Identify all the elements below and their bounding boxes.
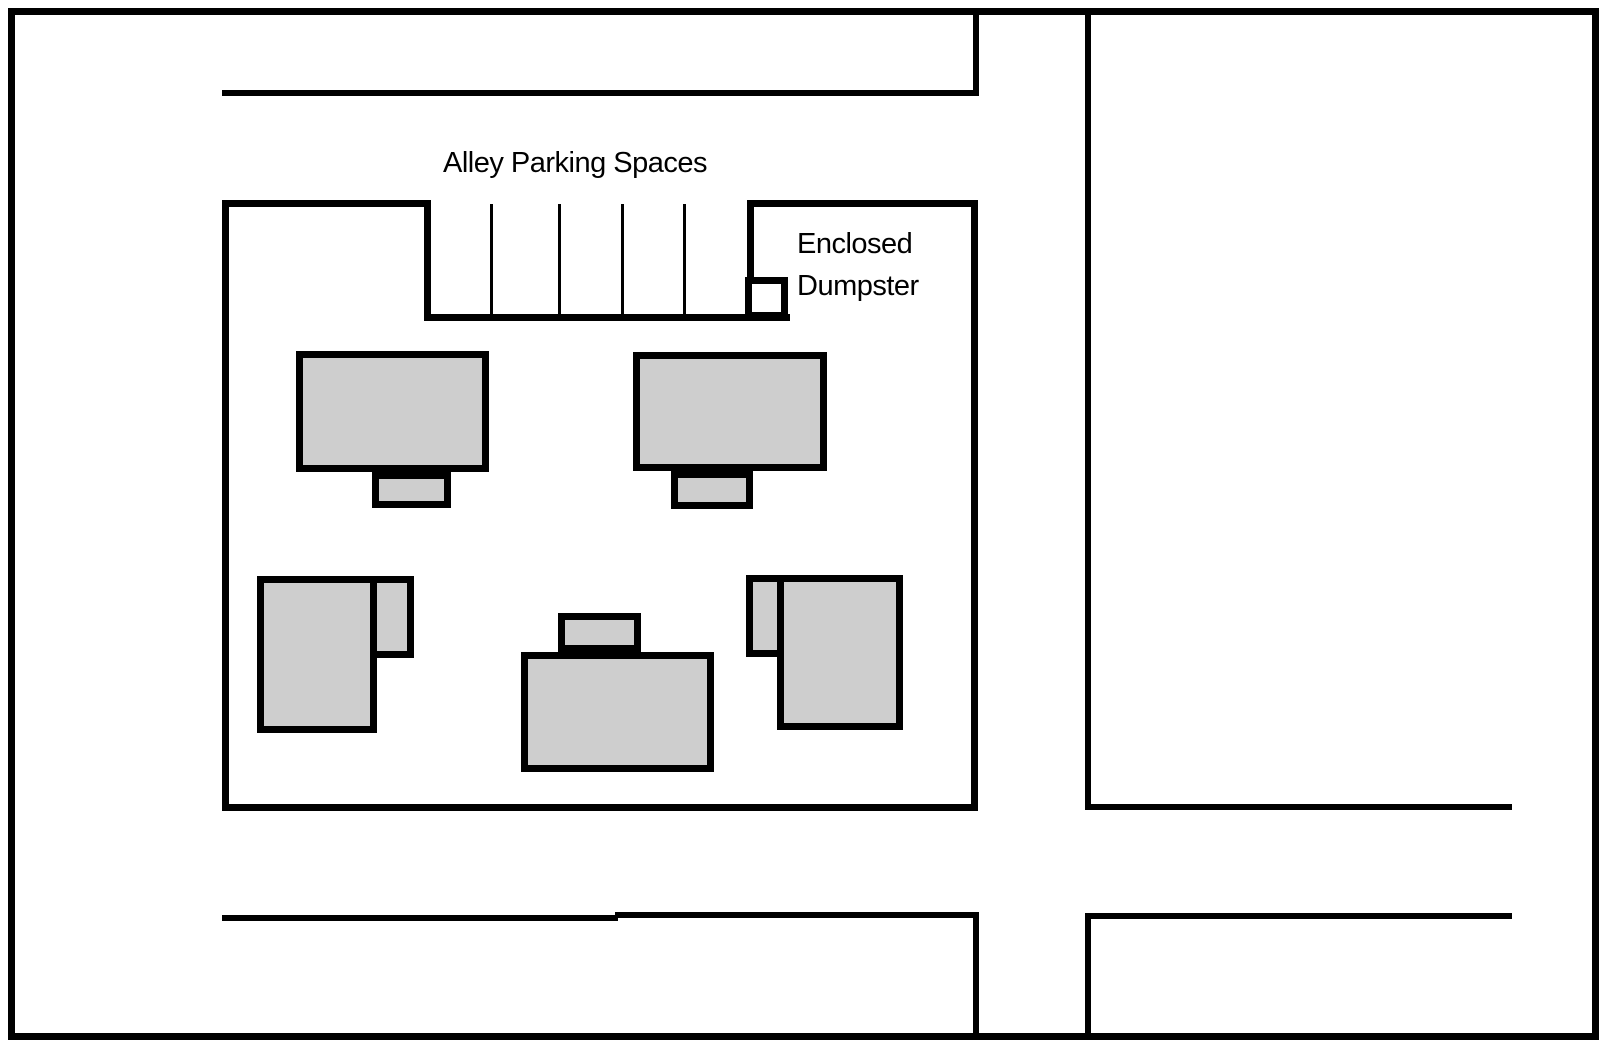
parking-space-divider-2 (558, 204, 561, 316)
parking-area-left-wall (424, 200, 431, 321)
block-left-edge (222, 200, 229, 811)
side-street-right-curb-line (1085, 14, 1091, 810)
block-top-edge-east (747, 200, 978, 207)
building-southwest-main (257, 576, 377, 733)
bottom-street-north-curb-right (1085, 913, 1512, 919)
parking-area-bottom-line (424, 314, 790, 321)
east-block-bottom-line (1085, 804, 1512, 810)
building-south-center-wing (558, 613, 641, 652)
parking-space-divider-4 (683, 204, 686, 316)
enclosed-dumpster (745, 277, 788, 319)
building-southwest-wing (370, 576, 414, 658)
bottom-street-curb-vertical-west (973, 912, 979, 1033)
block-right-edge (971, 200, 978, 811)
dumpster-connector-wall (747, 200, 754, 281)
building-northeast-main (633, 352, 827, 471)
bottom-street-north-curb-left-a (222, 915, 618, 921)
building-northwest-main (296, 351, 489, 472)
enclosed-dumpster-label-line1: Enclosed (797, 228, 913, 260)
map-border (8, 8, 1599, 1040)
building-southeast-main (777, 575, 903, 730)
building-northwest-wing (372, 472, 451, 508)
block-top-edge-west (222, 200, 431, 207)
parking-space-divider-1 (490, 204, 493, 316)
bottom-street-curb-vertical-east (1085, 915, 1091, 1033)
block-bottom-edge (222, 804, 978, 811)
top-street-curb-line (222, 90, 976, 96)
alley-parking-label: Alley Parking Spaces (442, 147, 708, 179)
enclosed-dumpster-label-line2: Dumpster (797, 270, 919, 302)
bottom-street-north-curb-left-b (615, 912, 978, 918)
top-street-curb-line-vertical (973, 14, 979, 96)
parking-space-divider-3 (621, 204, 624, 316)
enclosed-dumpster-label: Enclosed Dumpster (797, 223, 919, 307)
building-south-center-main (521, 652, 714, 772)
building-northeast-wing (671, 471, 753, 509)
